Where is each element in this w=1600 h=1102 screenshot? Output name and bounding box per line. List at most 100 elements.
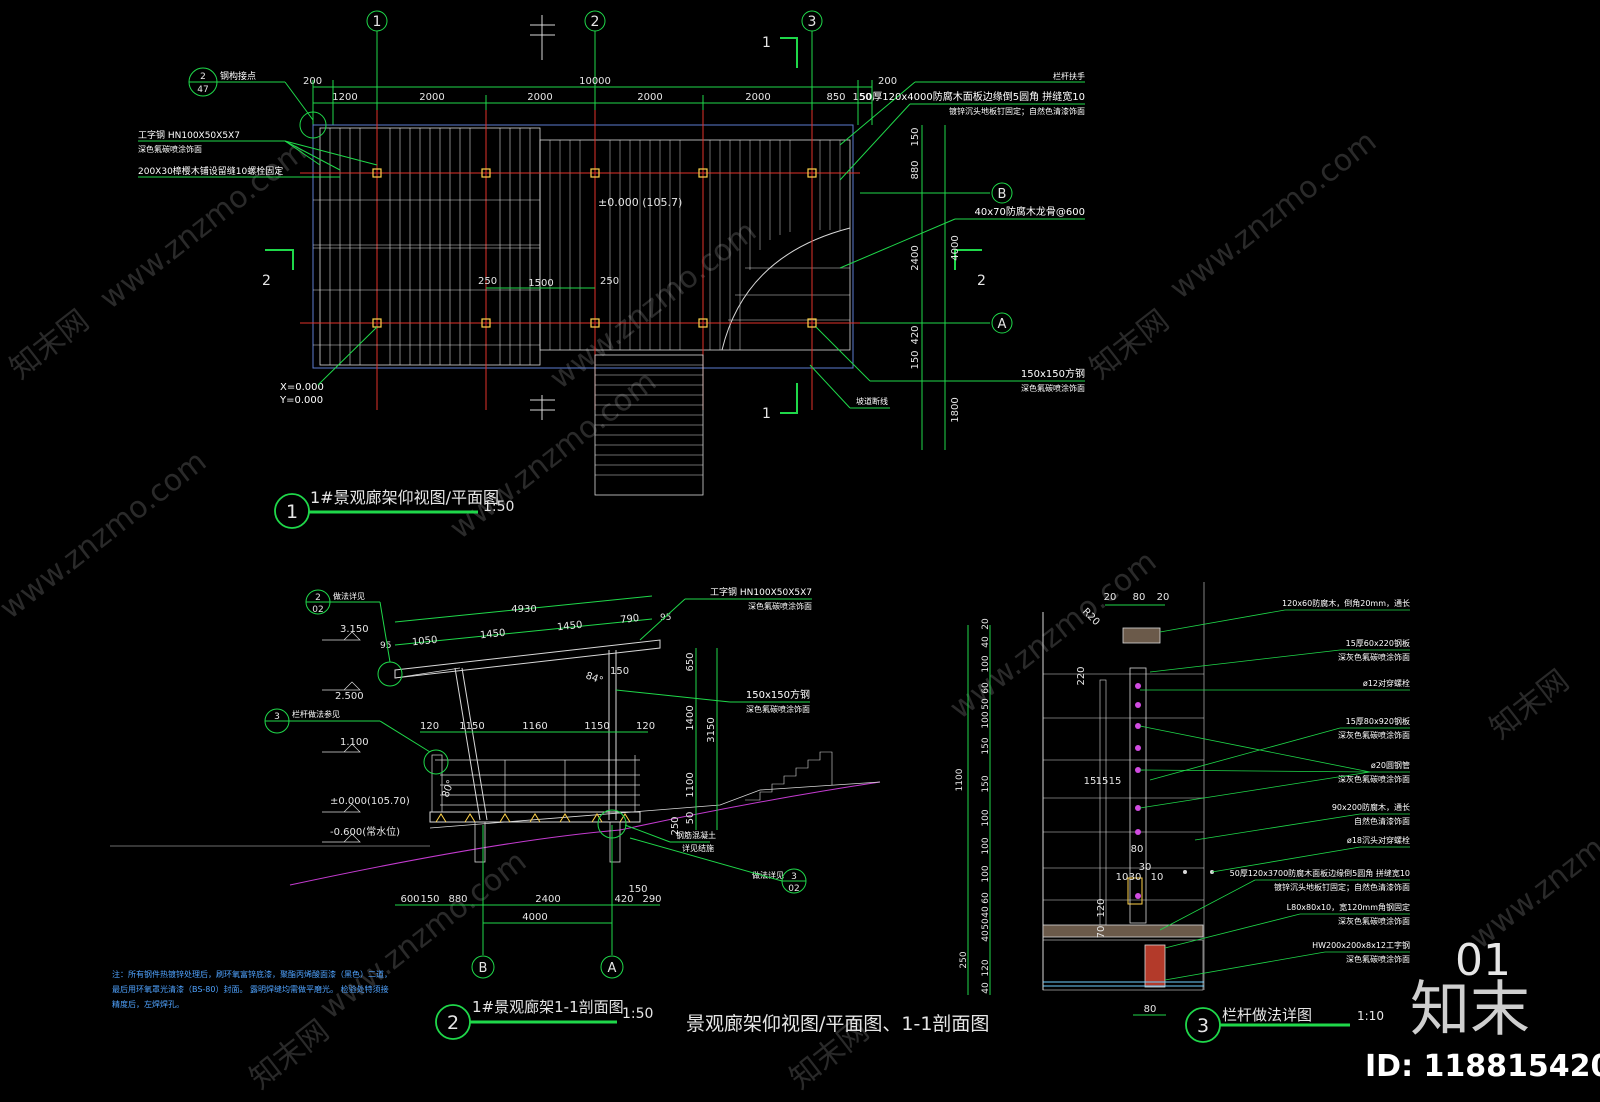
svg-text:150: 150 xyxy=(852,92,871,103)
svg-text:40: 40 xyxy=(981,930,991,942)
axis-label-2: 2 xyxy=(591,14,600,30)
svg-text:4000: 4000 xyxy=(950,235,961,260)
svg-text:420: 420 xyxy=(614,894,633,905)
detail-scale: 1:10 xyxy=(1357,1009,1384,1023)
svg-text:420: 420 xyxy=(910,325,921,344)
svg-text:150: 150 xyxy=(420,894,439,905)
svg-text:1450: 1450 xyxy=(557,620,583,634)
svg-text:10000: 10000 xyxy=(579,76,611,87)
section-mark: 2 xyxy=(977,273,986,289)
svg-text:15厚60x220钢板: 15厚60x220钢板 xyxy=(1346,638,1410,648)
svg-text:1500: 1500 xyxy=(528,278,553,289)
image-id: ID: 1188154202 xyxy=(1365,1049,1600,1084)
section-title: 1#景观廊架1-1剖面图 xyxy=(472,998,624,1016)
svg-text:HW200x200x8x12工字钢: HW200x200x8x12工字钢 xyxy=(1312,940,1410,950)
svg-text:95: 95 xyxy=(380,641,391,651)
axis-label-a: A xyxy=(998,317,1007,332)
svg-text:20: 20 xyxy=(981,618,991,630)
svg-text:3.150: 3.150 xyxy=(340,624,369,635)
sheet-number: 01 xyxy=(1455,935,1511,986)
watermark-text: 知末网 xyxy=(243,1013,335,1096)
svg-text:深灰色氟碳喷涂饰面: 深灰色氟碳喷涂饰面 xyxy=(1338,774,1410,784)
svg-text:做法详见: 做法详见 xyxy=(333,591,365,601)
deck-slats xyxy=(329,128,531,365)
svg-text:850: 850 xyxy=(826,92,845,103)
svg-text:100: 100 xyxy=(981,837,991,854)
svg-text:20: 20 xyxy=(1157,592,1170,603)
svg-text:80: 80 xyxy=(1133,592,1146,603)
note-line: 精度后，左焊焊孔。 xyxy=(112,999,184,1009)
svg-text:880: 880 xyxy=(910,160,921,179)
svg-text:钢筋混凝土: 钢筋混凝土 xyxy=(676,830,716,840)
watermark-text: 知末网 xyxy=(1483,663,1575,746)
svg-text:650: 650 xyxy=(685,652,696,671)
section-mark: 1 xyxy=(762,35,771,51)
svg-text:深色氟碳喷涂饰面: 深色氟碳喷涂饰面 xyxy=(748,601,812,611)
svg-text:4930: 4930 xyxy=(511,604,536,615)
svg-text:250: 250 xyxy=(670,816,681,835)
svg-text:100: 100 xyxy=(981,711,991,728)
svg-text:3: 3 xyxy=(274,712,280,722)
svg-text:1100: 1100 xyxy=(685,772,696,797)
svg-text:150: 150 xyxy=(628,884,647,895)
svg-text:40: 40 xyxy=(981,982,991,994)
svg-text:2000: 2000 xyxy=(745,92,770,103)
svg-text:100: 100 xyxy=(981,655,991,672)
svg-text:120x60防腐木，倒角20mm，通长: 120x60防腐木，倒角20mm，通长 xyxy=(1282,598,1410,608)
svg-text:150x150方钢: 150x150方钢 xyxy=(746,688,810,701)
svg-text:A: A xyxy=(608,961,617,976)
svg-text:1050: 1050 xyxy=(412,635,438,649)
axis-label-b: B xyxy=(998,187,1007,202)
watermark-text: www.znzmo.com xyxy=(93,134,313,316)
svg-text:120: 120 xyxy=(420,721,439,732)
svg-text:50厚120x3700防腐木面板边缘倒5圆角 拼缝宽10: 50厚120x3700防腐木面板边缘倒5圆角 拼缝宽10 xyxy=(1230,868,1410,878)
svg-text:坡道断线: 坡道断线 xyxy=(856,396,888,406)
svg-text:Y=0.000: Y=0.000 xyxy=(279,395,323,406)
detail-number: 3 xyxy=(1197,1015,1209,1037)
svg-text:1400: 1400 xyxy=(685,705,696,730)
svg-text:50: 50 xyxy=(981,698,991,710)
svg-text:50: 50 xyxy=(981,918,991,930)
svg-text:ø12对穿螺栓: ø12对穿螺栓 xyxy=(1363,678,1410,688)
svg-text:50: 50 xyxy=(685,812,696,825)
section-mark: 2 xyxy=(262,273,271,289)
svg-text:290: 290 xyxy=(642,894,661,905)
svg-text:1100: 1100 xyxy=(955,768,965,791)
svg-text:1450: 1450 xyxy=(480,628,506,642)
svg-text:工字钢 HN100X50X5X7: 工字钢 HN100X50X5X7 xyxy=(710,586,812,598)
svg-text:15: 15 xyxy=(1096,776,1109,787)
svg-text:2000: 2000 xyxy=(419,92,444,103)
svg-text:4000: 4000 xyxy=(522,912,547,923)
plan-columns xyxy=(372,168,817,328)
svg-text:±0.000(105.70): ±0.000(105.70) xyxy=(330,796,410,807)
svg-text:10: 10 xyxy=(1116,872,1129,883)
svg-text:150: 150 xyxy=(610,666,629,677)
svg-text:自然色清漆饰面: 自然色清漆饰面 xyxy=(1354,816,1410,826)
svg-text:工字钢 HN100X50X5X7: 工字钢 HN100X50X5X7 xyxy=(138,129,240,141)
svg-text:50厚120x4000防腐木面板边缘倒5圆角 拼缝宽10: 50厚120x4000防腐木面板边缘倒5圆角 拼缝宽10 xyxy=(860,90,1085,103)
watermark-text: 知末网 xyxy=(3,303,95,386)
svg-text:95: 95 xyxy=(660,613,671,623)
svg-text:栏杆做法参见: 栏杆做法参见 xyxy=(292,709,340,719)
plan-number: 1 xyxy=(286,501,298,523)
svg-text:84°: 84° xyxy=(584,670,604,686)
svg-text:深灰色氟碳喷涂饰面: 深灰色氟碳喷涂饰面 xyxy=(1338,652,1410,662)
svg-text:15厚80x920钢板: 15厚80x920钢板 xyxy=(1346,716,1410,726)
section-railing xyxy=(431,754,640,813)
brand-logo-text: 知末 xyxy=(1410,975,1530,1045)
svg-text:深色氟碳喷涂饰面: 深色氟碳喷涂饰面 xyxy=(1021,383,1085,393)
svg-text:150x150方钢: 150x150方钢 xyxy=(1021,367,1085,380)
watermark-text: www.znzmo.com xyxy=(1463,774,1600,956)
svg-text:120: 120 xyxy=(981,959,991,976)
svg-text:80: 80 xyxy=(1144,1004,1157,1015)
axis-label-1: 1 xyxy=(373,14,382,30)
svg-text:15: 15 xyxy=(1084,776,1097,787)
svg-text:1.100: 1.100 xyxy=(340,737,369,748)
svg-text:B: B xyxy=(479,961,488,976)
svg-text:80: 80 xyxy=(1131,844,1144,855)
svg-text:790: 790 xyxy=(620,613,640,626)
svg-text:10: 10 xyxy=(1151,872,1164,883)
svg-text:深灰色氟碳喷涂饰面: 深灰色氟碳喷涂饰面 xyxy=(1338,916,1410,926)
svg-text:90x200防腐木，通长: 90x200防腐木，通长 xyxy=(1332,802,1410,812)
